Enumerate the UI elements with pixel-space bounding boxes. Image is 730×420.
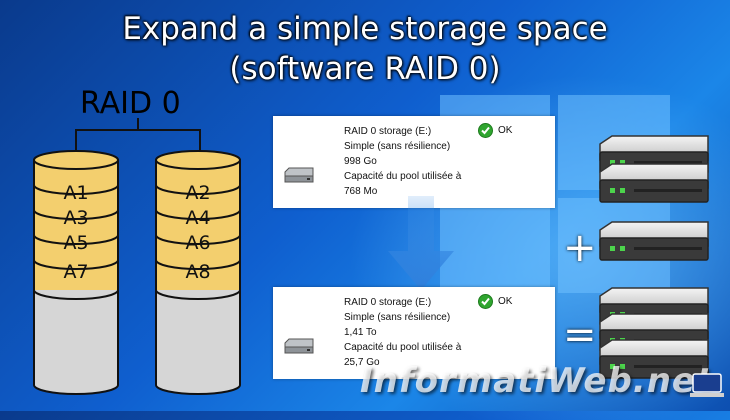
server-icon-added	[599, 221, 709, 261]
storage-card-after: RAID 0 storage (E:) Simple (sans résilie…	[273, 287, 555, 379]
disk-left-bands	[33, 184, 119, 300]
disk-right-top	[155, 150, 241, 170]
block-a4: A4	[185, 207, 210, 229]
raid-label: RAID 0	[80, 86, 181, 121]
block-a7: A7	[63, 261, 88, 283]
storage-type: Simple (sans résilience)	[344, 141, 451, 152]
plus-sign: +	[563, 225, 597, 271]
status-ok: OK	[498, 296, 513, 307]
server-icon-top-2	[599, 163, 709, 203]
pool-value: 768 Mo	[344, 186, 378, 197]
title-line-1: Expand a simple storage space	[122, 11, 608, 47]
server-stack-icons	[599, 135, 709, 379]
block-a5: A5	[63, 232, 88, 254]
block-a3: A3	[63, 207, 88, 229]
block-a1: A1	[63, 182, 88, 204]
storage-name: RAID 0 storage (E:)	[344, 126, 432, 137]
title-line-2: (software RAID 0)	[229, 51, 501, 87]
storage-type: Simple (sans résilience)	[344, 312, 451, 323]
pool-value: 25,7 Go	[344, 357, 380, 368]
storage-size: 998 Go	[344, 156, 377, 167]
drive-icon	[284, 167, 314, 183]
watermark: InformatiWeb.net	[360, 361, 714, 401]
check-icon	[478, 123, 493, 138]
check-icon	[478, 294, 493, 309]
pool-label: Capacité du pool utilisée à	[344, 342, 462, 353]
disk-left-top	[33, 150, 119, 170]
storage-size: 1,41 To	[344, 327, 377, 338]
block-a2: A2	[185, 182, 210, 204]
storage-card-before: RAID 0 storage (E:) Simple (sans résilie…	[273, 116, 555, 208]
drive-icon	[284, 338, 314, 354]
status-ok: OK	[498, 125, 513, 136]
raid-diagram: A1 A3 A5 A7 A2 A4 A6 A8	[33, 118, 241, 395]
storage-card-before-text: RAID 0 storage (E:) Simple (sans résilie…	[344, 124, 461, 199]
storage-name: RAID 0 storage (E:)	[344, 297, 432, 308]
block-a6: A6	[185, 232, 210, 254]
equals-sign: =	[563, 312, 597, 358]
arrow-down-icon	[388, 196, 454, 290]
logo-icon	[690, 373, 724, 397]
storage-card-after-text: RAID 0 storage (E:) Simple (sans résilie…	[344, 295, 461, 370]
pool-label: Capacité du pool utilisée à	[344, 171, 462, 182]
disk-right-bands	[155, 184, 241, 300]
block-a8: A8	[185, 261, 210, 283]
